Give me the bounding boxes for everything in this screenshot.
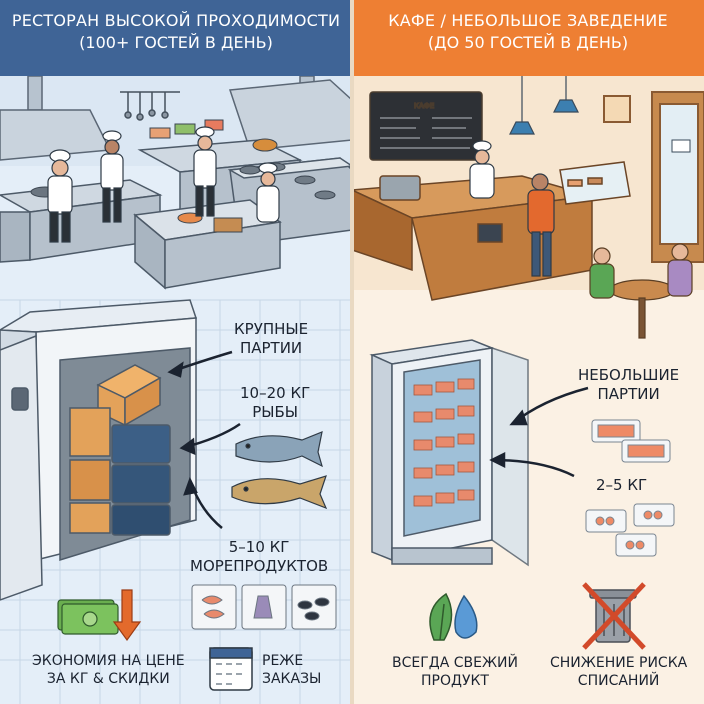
chef-2 bbox=[100, 130, 124, 223]
label-orders: РЕЖЕ ЗАКАЗЫ bbox=[262, 653, 322, 687]
callout-arrows-right bbox=[489, 386, 589, 478]
chef-3 bbox=[193, 126, 217, 217]
cafe-panel: КАФЕ / НЕБОЛЬШОЕ ЗАВЕДЕНИЕ (ДО 50 ГОСТЕЙ… bbox=[352, 0, 704, 704]
cafe-table bbox=[589, 243, 693, 339]
restaurant-title: РЕСТОРАН ВЫСОКОЙ ПРОХОДИМОСТИ bbox=[11, 11, 341, 30]
menu-board-title: КАФЕ bbox=[414, 102, 434, 110]
label-big-batches: КРУПНЫЕ ПАРТИИ bbox=[234, 320, 309, 357]
fish-icon bbox=[231, 431, 328, 510]
panel-divider bbox=[350, 0, 354, 704]
fish-packs bbox=[585, 419, 675, 557]
wall-picture bbox=[603, 95, 631, 123]
upright-freezer bbox=[369, 339, 529, 567]
cafe-title: КАФЕ / НЕБОЛЬШОЕ ЗАВЕДЕНИЕ bbox=[388, 11, 668, 30]
no-waste-bin-icon bbox=[582, 582, 646, 650]
callout-arrows bbox=[167, 350, 241, 529]
cafe-door bbox=[651, 91, 704, 263]
restaurant-panel: РЕСТОРАН ВЫСОКОЙ ПРОХОДИМОСТИ (100+ ГОСТ… bbox=[0, 0, 352, 704]
cafe-illustration: КАФЕ bbox=[352, 76, 704, 704]
label-savings: ЭКОНОМИЯ НА ЦЕНЕ ЗА КГ & СКИДКИ bbox=[32, 653, 185, 687]
walk-in-freezer bbox=[0, 299, 198, 601]
label-seafood: 5–10 КГ МОРЕПРОДУКТОВ bbox=[190, 538, 329, 575]
cafe-subtitle: (ДО 50 ГОСТЕЙ В ДЕНЬ) bbox=[427, 33, 629, 52]
pans-and-food bbox=[30, 119, 336, 233]
seafood-packs bbox=[191, 584, 337, 630]
restaurant-header: РЕСТОРАН ВЫСОКОЙ ПРОХОДИМОСТИ (100+ ГОСТ… bbox=[0, 0, 352, 76]
hanging-utensils bbox=[120, 91, 180, 121]
customer bbox=[527, 173, 555, 277]
label-waste: СНИЖЕНИЕ РИСКА СПИСАНИЙ bbox=[550, 655, 688, 689]
barista bbox=[469, 140, 495, 199]
label-small-batches: НЕБОЛЬШИЕ ПАРТИИ bbox=[578, 366, 680, 403]
restaurant-subtitle: (100+ ГОСТЕЙ В ДЕНЬ) bbox=[79, 33, 273, 52]
cafe-header: КАФЕ / НЕБОЛЬШОЕ ЗАВЕДЕНИЕ (ДО 50 ГОСТЕЙ… bbox=[352, 0, 704, 76]
menu-board: КАФЕ bbox=[369, 91, 483, 161]
calendar-icon bbox=[209, 647, 253, 691]
restaurant-illustration bbox=[0, 76, 352, 704]
fresh-leaf-drop-icon bbox=[429, 592, 478, 641]
label-fish: 10–20 КГ РЫБЫ bbox=[240, 384, 311, 421]
chefs bbox=[47, 126, 280, 243]
pendant-lamps bbox=[509, 76, 579, 135]
label-weight: 2–5 КГ bbox=[596, 476, 648, 494]
chef-1 bbox=[47, 149, 73, 243]
freezer-trays bbox=[413, 378, 475, 507]
money-icon bbox=[57, 589, 142, 642]
chef-4 bbox=[256, 162, 280, 223]
label-fresh: ВСЕГДА СВЕЖИЙ ПРОДУКТ bbox=[392, 655, 518, 689]
